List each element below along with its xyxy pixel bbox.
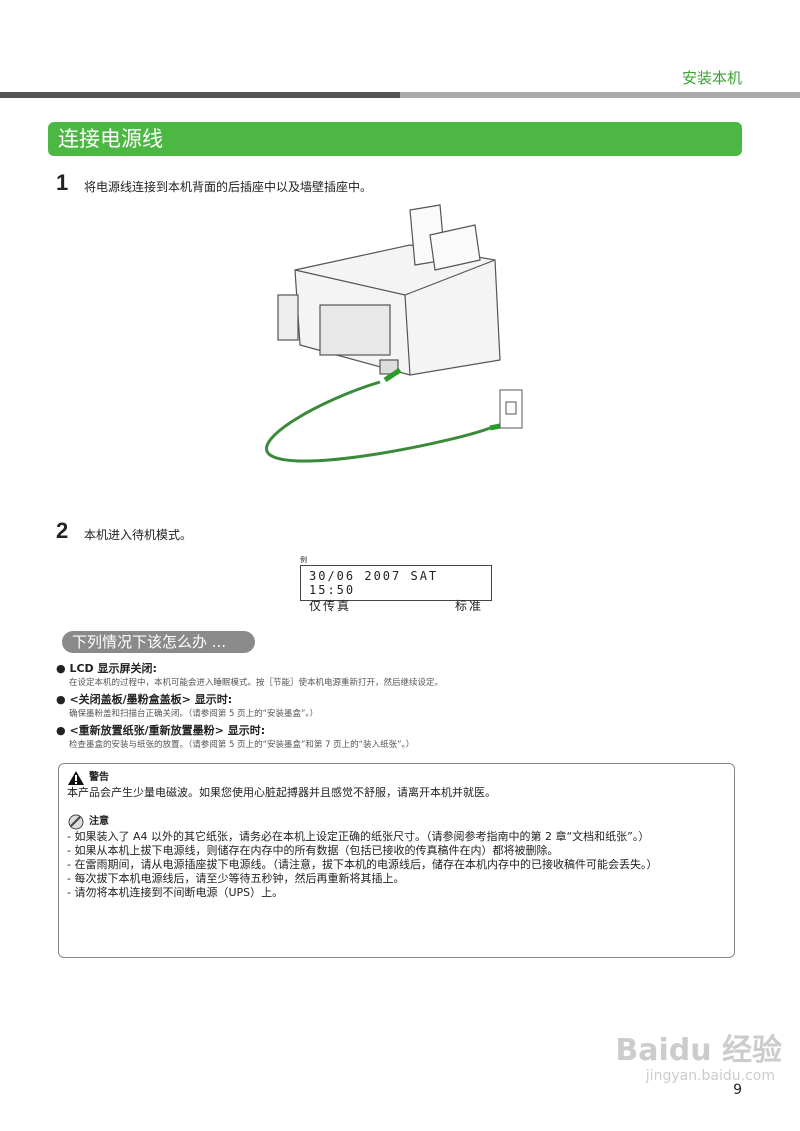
step-number: 1: [56, 170, 69, 195]
lcd-mode: 仅传真: [309, 599, 352, 613]
item-title: <重新放置纸张/重新放置墨粉> 显示时:: [69, 724, 266, 737]
page-title: 连接电源线: [48, 122, 742, 156]
header-rule-light: [400, 92, 800, 98]
section-header: 安装本机: [681, 69, 742, 87]
note-item: - 在雷雨期间，请从电源插座拔下电源线。（请注意，拔下本机的电源线后，储存在本机…: [67, 858, 658, 871]
note-item: - 如果装入了 A4 以外的其它纸张，请务必在本机上设定正确的纸张尺寸。（请参阅…: [67, 830, 650, 843]
printer-illustration: [265, 204, 523, 463]
lcd-line-1: 30/06 2007 SAT 15:50: [309, 569, 439, 597]
item-body: 检查墨盒的安装与纸张的放置。（请参阅第 5 页上的“安装墨盒”和第 7 页上的“…: [69, 740, 415, 750]
warning-triangle-icon: [68, 771, 84, 785]
lcd-display: 30/06 2007 SAT 15:50 仅传真 标准: [300, 565, 492, 613]
note-label: 注意: [89, 816, 109, 827]
note-item: - 每次拔下本机电源线后，请至少等待五秒钟，然后再重新将其插上。: [67, 872, 405, 885]
header-rule-dark: [0, 92, 400, 98]
example-label: 例: [300, 556, 307, 564]
note-item: - 如果从本机上拔下电源线，则储存在内存中的所有数据（包括已接收的传真稿件在内）…: [67, 844, 559, 857]
troubleshoot-list: ● LCD 显示屏关闭:在设定本机的过程中，本机可能会进入睡眠模式。按［节能］使…: [56, 660, 736, 750]
step-text: 将电源线连接到本机背面的后插座中以及墙壁插座中。: [84, 180, 373, 194]
list-item: ● LCD 显示屏关闭:在设定本机的过程中，本机可能会进入睡眠模式。按［节能］使…: [56, 660, 736, 688]
item-title: <关闭盖板/墨粉盒盖板> 显示时:: [69, 693, 233, 706]
page-number: 9: [733, 1082, 742, 1098]
lcd-quality: 标准: [454, 599, 483, 613]
watermark-url: jingyan.baidu.com: [645, 1068, 775, 1084]
warning-label: 警告: [89, 772, 109, 783]
item-title: LCD 显示屏关闭:: [69, 662, 157, 675]
pencil-note-icon: [68, 814, 84, 830]
troubleshoot-heading: 下列情况下该怎么办 ...: [62, 631, 255, 653]
list-item: ● <重新放置纸张/重新放置墨粉> 显示时:检查墨盒的安装与纸张的放置。（请参阅…: [56, 722, 736, 750]
baidu-watermark-logo: Baidu 经验: [615, 1033, 782, 1068]
list-item: ● <关闭盖板/墨粉盒盖板> 显示时:确保墨粉盖和扫描台正确关闭。（请参阅第 5…: [56, 691, 736, 719]
warning-text: 本产品会产生少量电磁波。如果您使用心脏起搏器并且感觉不舒服，请离开本机并就医。: [67, 786, 496, 799]
warning-box: 警告 本产品会产生少量电磁波。如果您使用心脏起搏器并且感觉不舒服，请离开本机并就…: [58, 763, 735, 958]
item-body: 确保墨粉盖和扫描台正确关闭。（请参阅第 5 页上的“安装墨盒”。）: [69, 709, 319, 719]
step-text: 本机进入待机模式。: [84, 528, 193, 542]
note-item: - 请勿将本机连接到不间断电源（UPS）上。: [67, 886, 284, 899]
step-number: 2: [56, 518, 69, 543]
item-body: 在设定本机的过程中，本机可能会进入睡眠模式。按［节能］使本机电源重新打开，然后继…: [69, 678, 444, 688]
